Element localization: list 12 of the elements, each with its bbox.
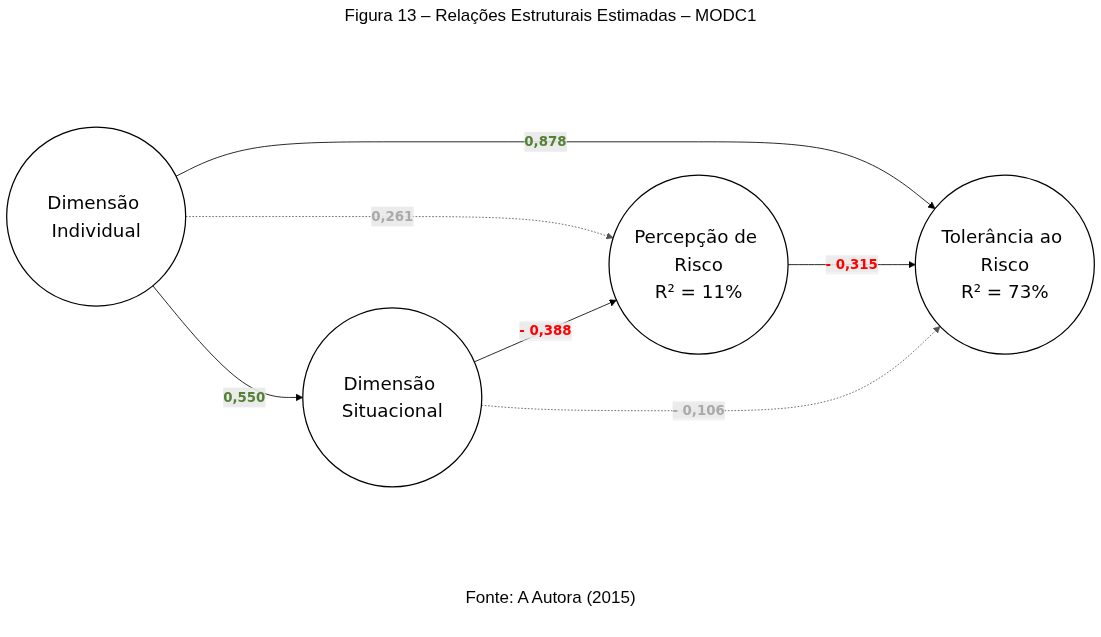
node-circle: Tolerância ao Risco R² = 73%	[914, 174, 1095, 355]
edge-label: - 0,315	[825, 256, 878, 273]
edge-label: - 0,106	[672, 402, 725, 419]
edge-label: 0,261	[371, 208, 414, 225]
node-circle: Dimensão Situacional	[302, 307, 483, 488]
edge-label: 0,878	[524, 133, 567, 150]
node-circle: Dimensão Individual	[6, 126, 187, 307]
figure-title: Figura 13 – Relações Estruturais Estimadas – MODC1	[343, 6, 758, 26]
node-circle: Percepção de Risco R² = 11%	[608, 174, 789, 355]
edge-label: - 0,388	[519, 322, 572, 339]
edge-label: 0,550	[223, 389, 266, 405]
source-caption: Fonte: A Autora (2015)	[464, 588, 637, 608]
